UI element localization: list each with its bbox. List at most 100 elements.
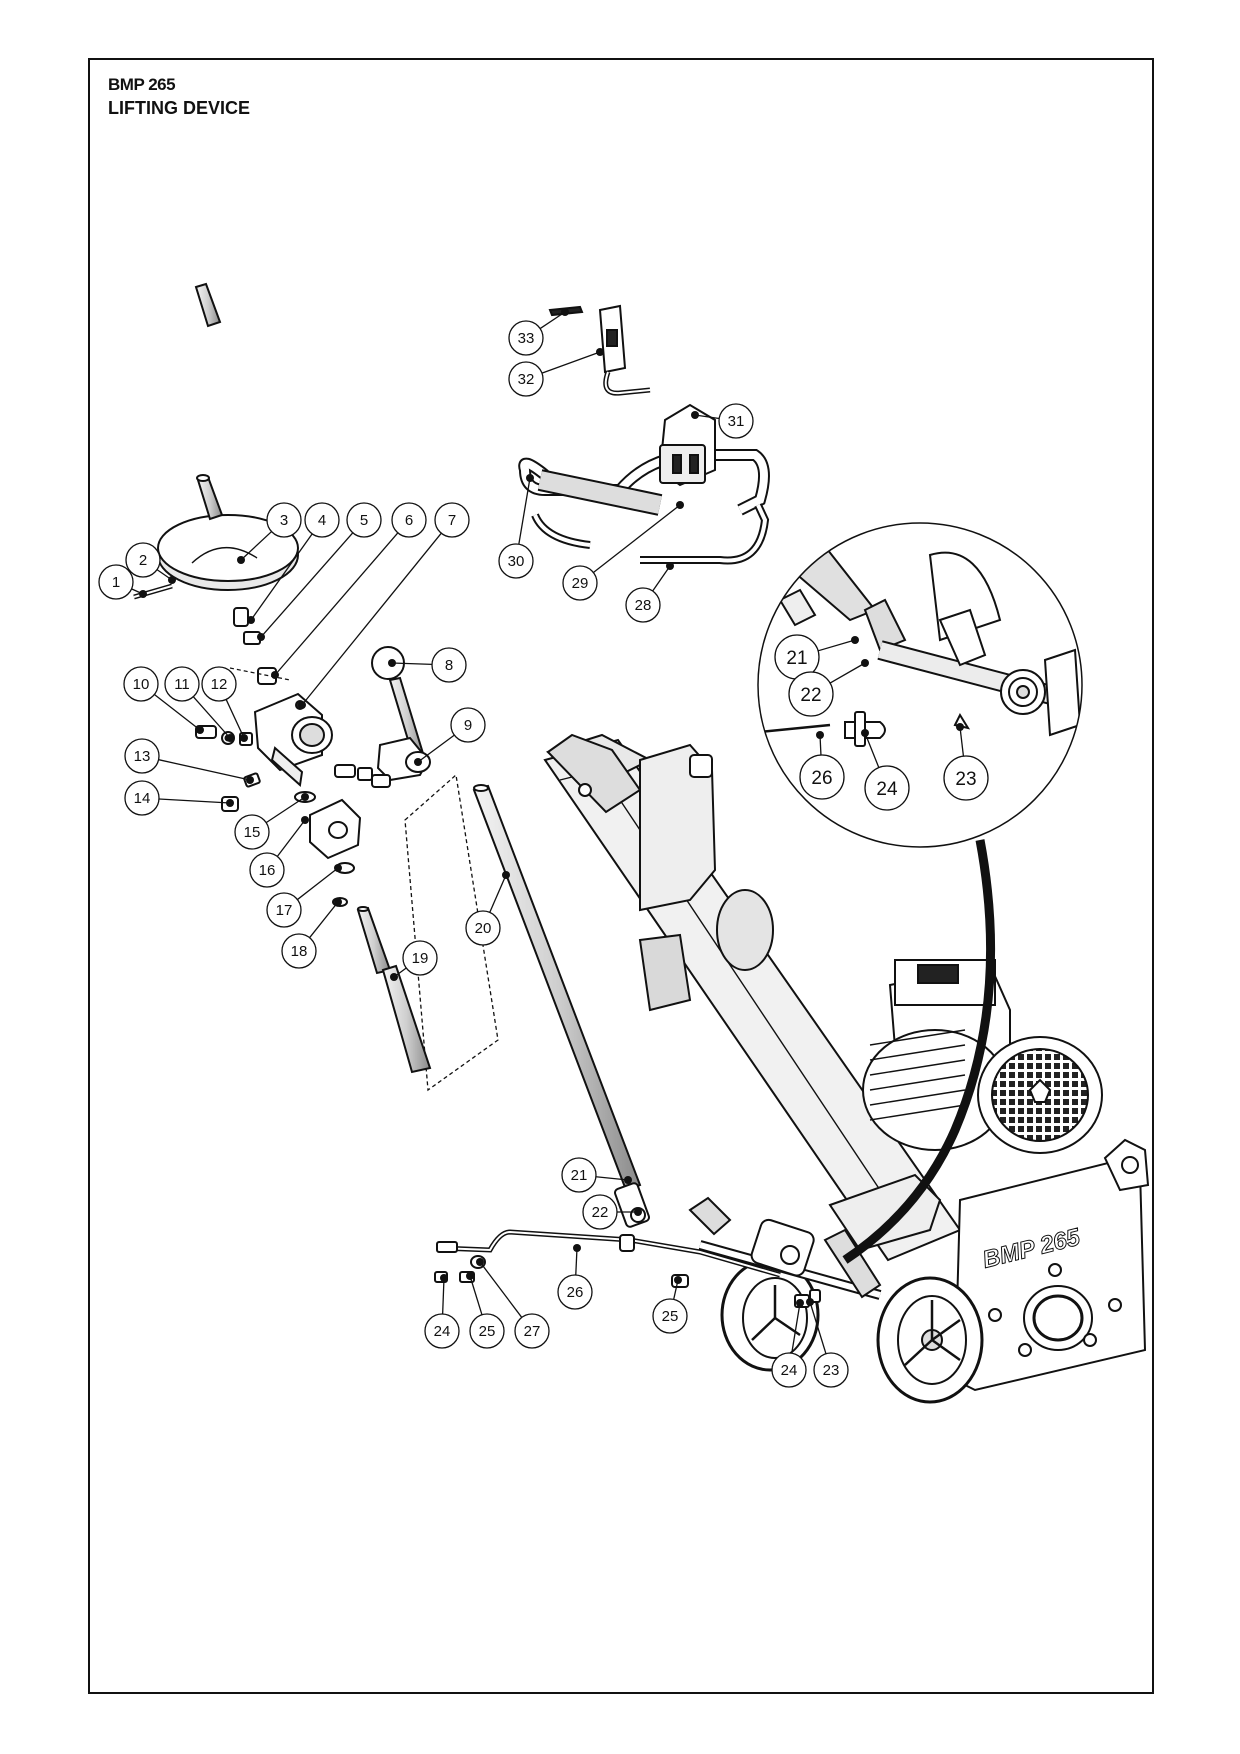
callout-26: 26 xyxy=(557,1244,593,1310)
callout-16: 16 xyxy=(249,816,309,888)
leader-line xyxy=(260,532,354,638)
callout-number: 28 xyxy=(635,597,652,614)
callout-23: 23 xyxy=(943,723,989,801)
callout-30: 30 xyxy=(498,474,534,579)
callout-circle xyxy=(718,403,754,439)
callout-number: 24 xyxy=(781,1362,798,1379)
callout-circle xyxy=(304,502,340,538)
leader-line xyxy=(809,1301,827,1354)
callout-8: 8 xyxy=(388,647,467,683)
callout-number: 21 xyxy=(786,648,807,669)
leader-dot xyxy=(476,1258,484,1266)
leader-dot xyxy=(168,576,176,584)
leader-dot xyxy=(502,871,510,879)
leader-line xyxy=(154,693,201,731)
callout-number: 6 xyxy=(405,512,413,529)
callout-12: 12 xyxy=(201,666,248,742)
leader-dot xyxy=(196,726,204,734)
leader-line xyxy=(791,1302,801,1354)
callout-number: 9 xyxy=(464,717,472,734)
callout-number: 18 xyxy=(291,943,308,960)
leader-dot xyxy=(246,776,254,784)
callout-number: 10 xyxy=(133,676,150,693)
callout-circle xyxy=(98,564,134,600)
leader-line xyxy=(864,732,880,768)
callout-1: 1 xyxy=(98,564,147,600)
leader-line xyxy=(575,1247,578,1276)
callout-number: 4 xyxy=(318,512,326,529)
callout-number: 7 xyxy=(448,512,456,529)
leader-dot xyxy=(806,1298,814,1306)
machine-body: BMP 265 xyxy=(543,733,1150,1404)
callout-21: 21 xyxy=(561,1157,632,1193)
drawing-frame xyxy=(88,58,1154,1694)
callout-circle xyxy=(465,910,501,946)
callout-circle xyxy=(124,738,160,774)
callout-32: 32 xyxy=(508,348,604,397)
callout-10: 10 xyxy=(123,666,204,734)
leader-dot xyxy=(573,1244,581,1252)
callout-25: 25 xyxy=(466,1272,505,1349)
leader-line xyxy=(297,867,339,901)
page-title: LIFTING DEVICE xyxy=(108,98,251,118)
callout-circle xyxy=(788,671,834,717)
callout-23: 23 xyxy=(806,1298,849,1388)
callout-circle xyxy=(434,502,470,538)
callout-19: 19 xyxy=(390,940,438,981)
leader-dot xyxy=(666,562,674,570)
leader-line xyxy=(652,565,671,592)
leader-dot xyxy=(226,799,234,807)
callout-number: 26 xyxy=(567,1284,584,1301)
callout-number: 8 xyxy=(445,657,453,674)
leader-dot xyxy=(414,758,422,766)
callout-circle xyxy=(652,1298,688,1334)
callout-4: 4 xyxy=(247,502,340,624)
leader-dot xyxy=(334,898,342,906)
callout-number: 21 xyxy=(571,1167,588,1184)
leader-dot xyxy=(861,659,869,667)
callout-5: 5 xyxy=(257,502,382,641)
callout-number: 5 xyxy=(360,512,368,529)
callout-number: 31 xyxy=(728,413,745,430)
callout-25: 25 xyxy=(652,1276,688,1334)
model-name: BMP 265 xyxy=(108,75,176,94)
leader-line xyxy=(417,734,455,763)
leader-line xyxy=(274,532,399,676)
callout-circle xyxy=(125,542,161,578)
leader-line xyxy=(301,532,442,706)
callout-circle xyxy=(508,361,544,397)
callout-circle xyxy=(582,1194,618,1230)
callout-circle xyxy=(431,647,467,683)
leader-dot xyxy=(237,556,245,564)
page-header: BMP 265 LIFTING DEVICE xyxy=(108,74,250,120)
leader-dot xyxy=(861,729,869,737)
callout-number: 24 xyxy=(876,779,898,800)
extension-rod xyxy=(356,906,432,1074)
leader-line xyxy=(158,759,251,781)
callout-13: 13 xyxy=(124,738,254,784)
leader-dot xyxy=(596,348,604,356)
callout-26: 26 xyxy=(799,731,845,800)
leader-line xyxy=(391,662,433,666)
leader-dot xyxy=(691,411,699,419)
callout-circle xyxy=(266,892,302,928)
leader-line xyxy=(817,639,856,652)
callout-circle xyxy=(799,754,845,800)
callout-circle xyxy=(469,1313,505,1349)
callout-number: 3 xyxy=(280,512,288,529)
leader-line xyxy=(192,696,231,739)
callout-number: 11 xyxy=(174,676,190,693)
callout-7: 7 xyxy=(298,502,470,709)
leader-line xyxy=(309,901,339,939)
leader-line xyxy=(829,662,866,684)
callout-circle xyxy=(266,502,302,538)
callout-2: 2 xyxy=(125,542,176,584)
leader-dot xyxy=(561,308,569,316)
callout-33: 33 xyxy=(508,308,569,356)
leader-dot xyxy=(676,501,684,509)
callout-circle xyxy=(498,543,534,579)
callout-circle xyxy=(508,320,544,356)
